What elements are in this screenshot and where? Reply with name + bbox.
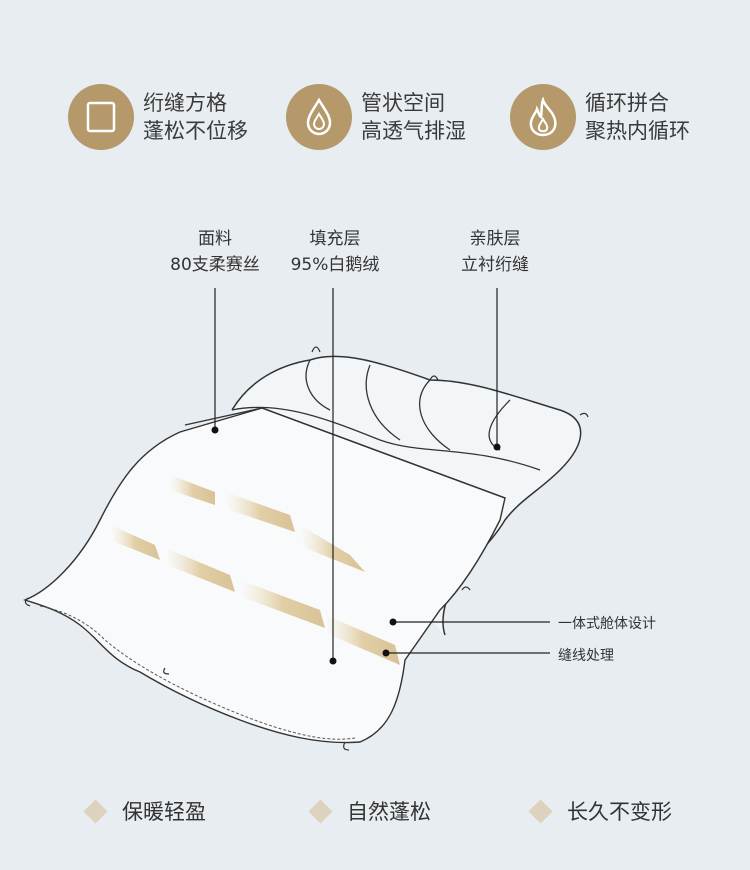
feature-quilted-grid: 绗缝方格蓬松不位移 — [68, 84, 248, 150]
feature-subtitle: 蓬松不位移 — [143, 119, 248, 143]
feature-title: 循环拼合 — [585, 91, 669, 115]
benefit-item: 保暖轻盈 — [83, 796, 206, 826]
feature-heat-circulation: 循环拼合聚热内循环 — [510, 84, 690, 150]
feature-title: 绗缝方格 — [143, 91, 227, 115]
callout-stitching: 缝线处理 — [558, 648, 614, 664]
benefit-label: 保暖轻盈 — [122, 800, 206, 824]
water-drop-icon — [286, 84, 352, 150]
flame-icon — [510, 84, 576, 150]
layer-title: 亲肤层 — [469, 229, 521, 249]
layer-detail: 95%白鹅绒 — [290, 255, 380, 275]
feature-subtitle: 高透气排湿 — [361, 119, 466, 143]
feature-subtitle: 聚热内循环 — [585, 119, 690, 143]
diamond-icon — [308, 798, 333, 824]
layer-label-skin: 亲肤层立衬绗缝 — [430, 226, 560, 278]
benefit-label: 自然蓬松 — [347, 800, 431, 824]
outer-fabric-outline — [22, 407, 506, 744]
diamond-icon — [83, 798, 108, 824]
diamond-icon — [528, 798, 553, 824]
benefit-item: 长久不变形 — [528, 796, 672, 826]
benefit-item: 自然蓬松 — [308, 796, 431, 826]
feature-title: 管状空间 — [361, 91, 445, 115]
square-icon — [68, 84, 134, 150]
feature-tubular-space: 管状空间高透气排湿 — [286, 84, 466, 150]
benefit-label: 长久不变形 — [567, 800, 672, 824]
layer-label-filling: 填充层 95%白鹅绒 — [270, 226, 400, 278]
layer-title: 填充层 — [309, 229, 361, 249]
layer-title: 面料 — [198, 229, 232, 249]
layer-detail: 立衬绗缝 — [461, 255, 529, 275]
layer-label-fabric: 面料 80支柔赛丝 — [150, 226, 280, 278]
callout-integrated-design: 一体式舱体设计 — [558, 616, 656, 632]
layer-detail: 80支柔赛丝 — [170, 255, 260, 275]
